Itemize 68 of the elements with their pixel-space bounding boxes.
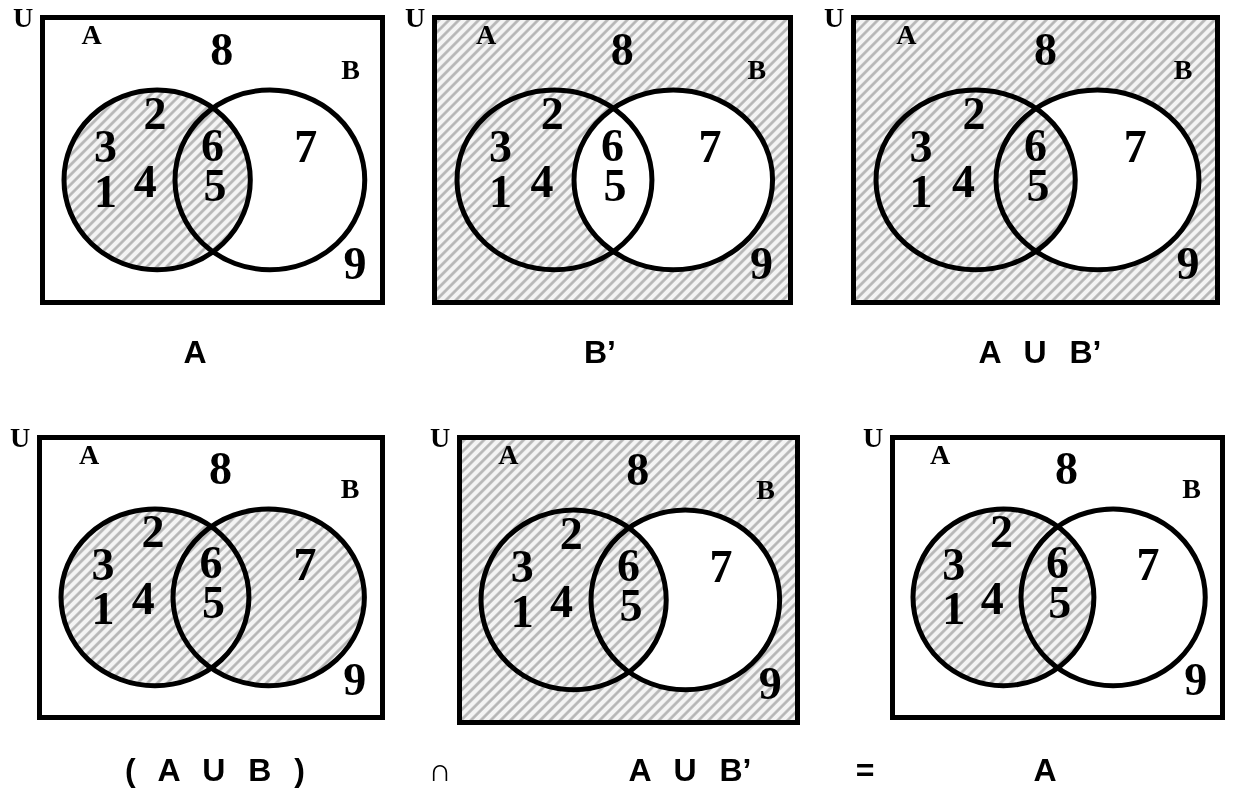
element-number: 3 xyxy=(489,123,513,170)
set-expression: A xyxy=(1033,754,1057,786)
set-expression: A U B’ xyxy=(978,336,1102,368)
element-number: 3 xyxy=(94,123,118,170)
element-number: 3 xyxy=(91,541,115,588)
element-number: 1 xyxy=(942,585,966,632)
element-number: 9 xyxy=(1176,241,1200,288)
universe-label: U xyxy=(429,424,451,452)
element-number: 2 xyxy=(990,508,1014,555)
element-number: 7 xyxy=(1136,541,1160,588)
element-number: 4 xyxy=(131,575,155,622)
element-number: 7 xyxy=(698,123,722,170)
element-number: 2 xyxy=(559,510,583,557)
element-number: 4 xyxy=(980,575,1004,622)
set-label: A xyxy=(81,21,102,50)
element-number: 9 xyxy=(1184,657,1208,704)
set-label: A xyxy=(896,21,917,50)
element-number: 1 xyxy=(91,585,115,632)
element-number: 2 xyxy=(141,508,165,555)
element-number: 8 xyxy=(210,26,234,73)
set-label: B xyxy=(1182,475,1201,504)
element-number: 8 xyxy=(1033,26,1057,73)
element-number: 4 xyxy=(952,158,976,205)
universe-label: U xyxy=(823,4,845,32)
element-number: 9 xyxy=(758,661,782,708)
universe-label: U xyxy=(404,4,426,32)
element-number: 3 xyxy=(510,543,534,590)
element-number: 2 xyxy=(143,90,167,137)
set-label: B xyxy=(756,476,776,505)
element-number: 9 xyxy=(750,241,774,288)
set-label: B xyxy=(747,56,767,85)
element-number: 9 xyxy=(343,657,367,704)
set-label: A xyxy=(930,440,951,469)
element-number: 4 xyxy=(133,158,157,205)
element-number: 7 xyxy=(709,543,733,590)
element-number: 8 xyxy=(1055,446,1079,493)
element-number: 8 xyxy=(208,446,232,493)
element-number: 7 xyxy=(1123,123,1147,170)
set-label: B xyxy=(341,56,360,85)
universe-label: U xyxy=(12,4,34,32)
set-expression: A U B’ xyxy=(628,754,752,786)
element-number: 1 xyxy=(94,168,118,215)
set-label: A xyxy=(79,440,100,469)
set-label: A xyxy=(498,441,519,470)
operator-symbol: ∩ xyxy=(428,754,452,786)
element-number: 2 xyxy=(962,90,986,137)
set-label: A xyxy=(476,21,497,50)
element-number: 1 xyxy=(489,168,513,215)
set-label: B xyxy=(340,475,360,504)
element-number: 1 xyxy=(510,588,534,635)
element-number: 7 xyxy=(293,541,317,588)
element-number: 4 xyxy=(550,578,574,625)
element-number: 8 xyxy=(626,446,650,493)
universe-label: U xyxy=(9,424,31,452)
set-label: B xyxy=(1173,56,1193,85)
operator-symbol: = xyxy=(855,754,875,786)
set-expression: B’ xyxy=(584,336,616,368)
set-expression: ( A U B ) xyxy=(125,754,305,786)
element-number: 8 xyxy=(610,26,634,73)
element-number: 2 xyxy=(540,90,564,137)
element-number: 9 xyxy=(343,241,367,288)
element-number: 3 xyxy=(942,541,966,588)
set-expression: A xyxy=(183,336,207,368)
element-number: 7 xyxy=(294,123,318,170)
element-number: 1 xyxy=(909,168,933,215)
element-number: 3 xyxy=(909,123,933,170)
element-number: 4 xyxy=(530,158,554,205)
universe-label: U xyxy=(862,424,884,452)
